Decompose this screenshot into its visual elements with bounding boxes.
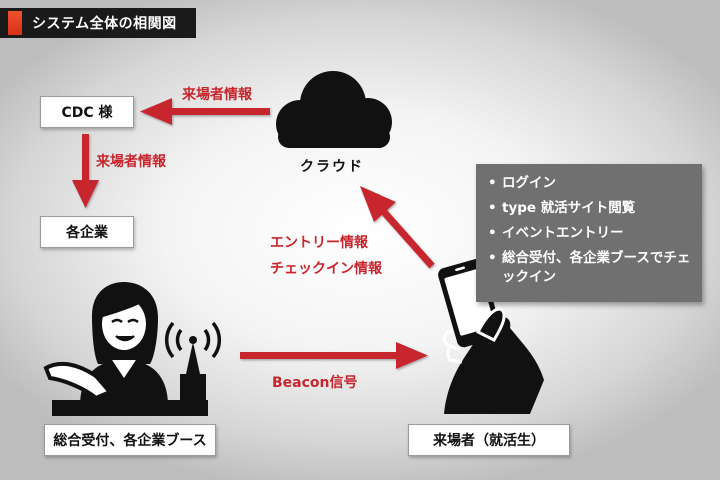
cloud-label: クラウド — [300, 159, 364, 175]
label-cloud-to-cdc: 来場者情報 — [182, 87, 252, 103]
node-companies: 各企業 — [40, 216, 134, 248]
label-entry-info: エントリー情報 — [270, 235, 368, 251]
node-booth: 総合受付、各企業ブース — [44, 424, 216, 456]
arrow-cdc-to-companies — [72, 134, 99, 208]
node-visitor: 来場者（就活生） — [408, 424, 570, 456]
label-checkin-info: チェックイン情報 — [270, 261, 382, 277]
feature-item-event-entry: イベントエントリー — [488, 224, 692, 243]
label-cdc-to-companies: 来場者情報 — [96, 154, 166, 170]
arrow-visitor-to-cloud — [360, 186, 435, 269]
title-accent-mark — [8, 11, 22, 35]
title-bar: システム全体の相関図 — [0, 8, 196, 38]
feature-item-checkin: 総合受付、各企業ブースでチェックイン — [488, 249, 692, 287]
beacon-icon — [165, 321, 221, 404]
feature-item-browse: type 就活サイト閲覧 — [488, 199, 692, 218]
arrow-cloud-to-cdc — [140, 98, 270, 125]
label-beacon-signal: Beacon信号 — [272, 375, 358, 391]
feature-list: ログイン type 就活サイト閲覧 イベントエントリー 総合受付、各企業ブースで… — [488, 174, 692, 287]
node-cdc: CDC 様 — [40, 96, 134, 128]
feature-list-box: ログイン type 就活サイト閲覧 イベントエントリー 総合受付、各企業ブースで… — [476, 164, 702, 302]
cloud-icon — [276, 71, 392, 148]
receptionist-icon — [43, 282, 208, 416]
page-title: システム全体の相関図 — [32, 16, 177, 32]
feature-item-login: ログイン — [488, 174, 692, 193]
arrow-booth-to-visitor — [240, 342, 428, 369]
